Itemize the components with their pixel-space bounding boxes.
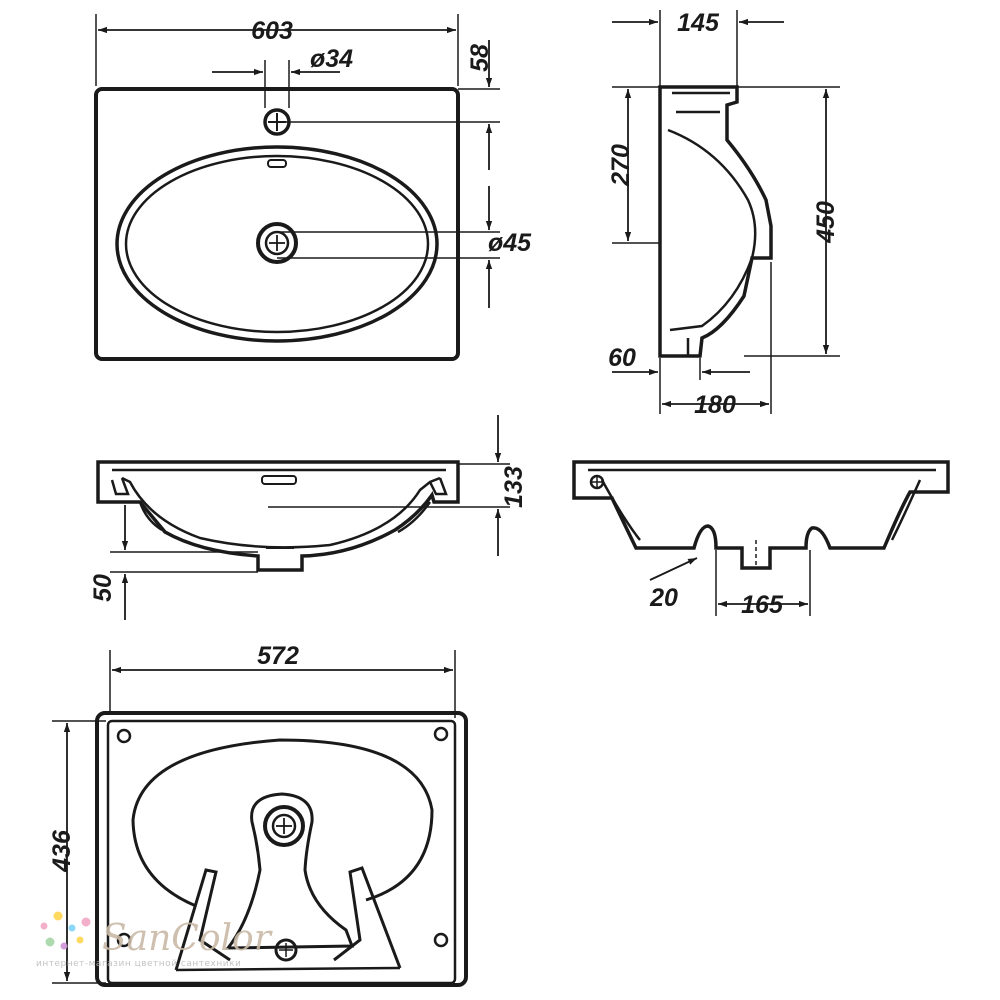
bottom-inner-frame [106,719,457,985]
watermark: SanColor интернет-магазин цветной сантех… [36,911,273,969]
label-drain-diameter: ø45 [488,229,532,257]
mount-hole-top-right [433,726,449,742]
mount-hole-bottom-right [433,932,449,948]
bottom-outer-frame [95,711,468,987]
label-width-572: 572 [257,642,299,670]
side-tap-hole [589,474,605,490]
bowl-outer-rim [115,145,439,343]
pedestal-rib [224,792,355,950]
top-view [94,14,500,361]
label-height-436: 436 [48,829,76,873]
front-section-view [96,415,510,620]
side-profile-outer [658,85,773,358]
side-profile-inner [667,91,757,332]
bowl-underside [131,738,434,908]
bottom-tap-hole [274,938,298,962]
label-depth-145: 145 [677,9,720,37]
label-tap-hole-diameter: ø34 [310,45,353,73]
mount-hole-bottom-left [116,932,132,948]
bowl-inner-rim [124,154,430,334]
watermark-dot [68,924,76,932]
label-height-270: 270 [607,144,635,187]
label-offset-20: 20 [649,584,678,612]
watermark-dot [60,942,68,950]
front-section-inner [112,468,446,549]
bottom-view [52,650,468,987]
label-bottom-60: 60 [608,344,636,372]
watermark-dots [40,911,91,950]
side-view [612,10,840,414]
watermark-tagline: интернет-магазин цветной сантехники [36,959,241,969]
side-section-outline [572,460,950,570]
watermark-dot [53,911,63,921]
label-projection-180: 180 [694,391,736,419]
label-height-450: 450 [812,201,840,244]
watermark-brand: SanColor [102,918,273,959]
label-tap-offset-58: 58 [466,44,494,72]
watermark-dot [40,922,48,930]
label-spacing-165: 165 [741,591,784,619]
drain-hole [256,222,298,264]
mount-hole-top-left [116,728,132,744]
front-section-outline [96,460,460,572]
side-section-view [572,460,950,616]
label-width-603: 603 [251,17,293,45]
watermark-dot [81,917,91,927]
bottom-drain [263,805,305,847]
label-drain-drop-50: 50 [89,574,117,602]
watermark-dot [76,936,84,944]
basin-outline [94,87,460,361]
label-bowl-depth-133: 133 [500,466,528,508]
watermark-dot [45,937,55,947]
overflow-slot [267,159,287,168]
